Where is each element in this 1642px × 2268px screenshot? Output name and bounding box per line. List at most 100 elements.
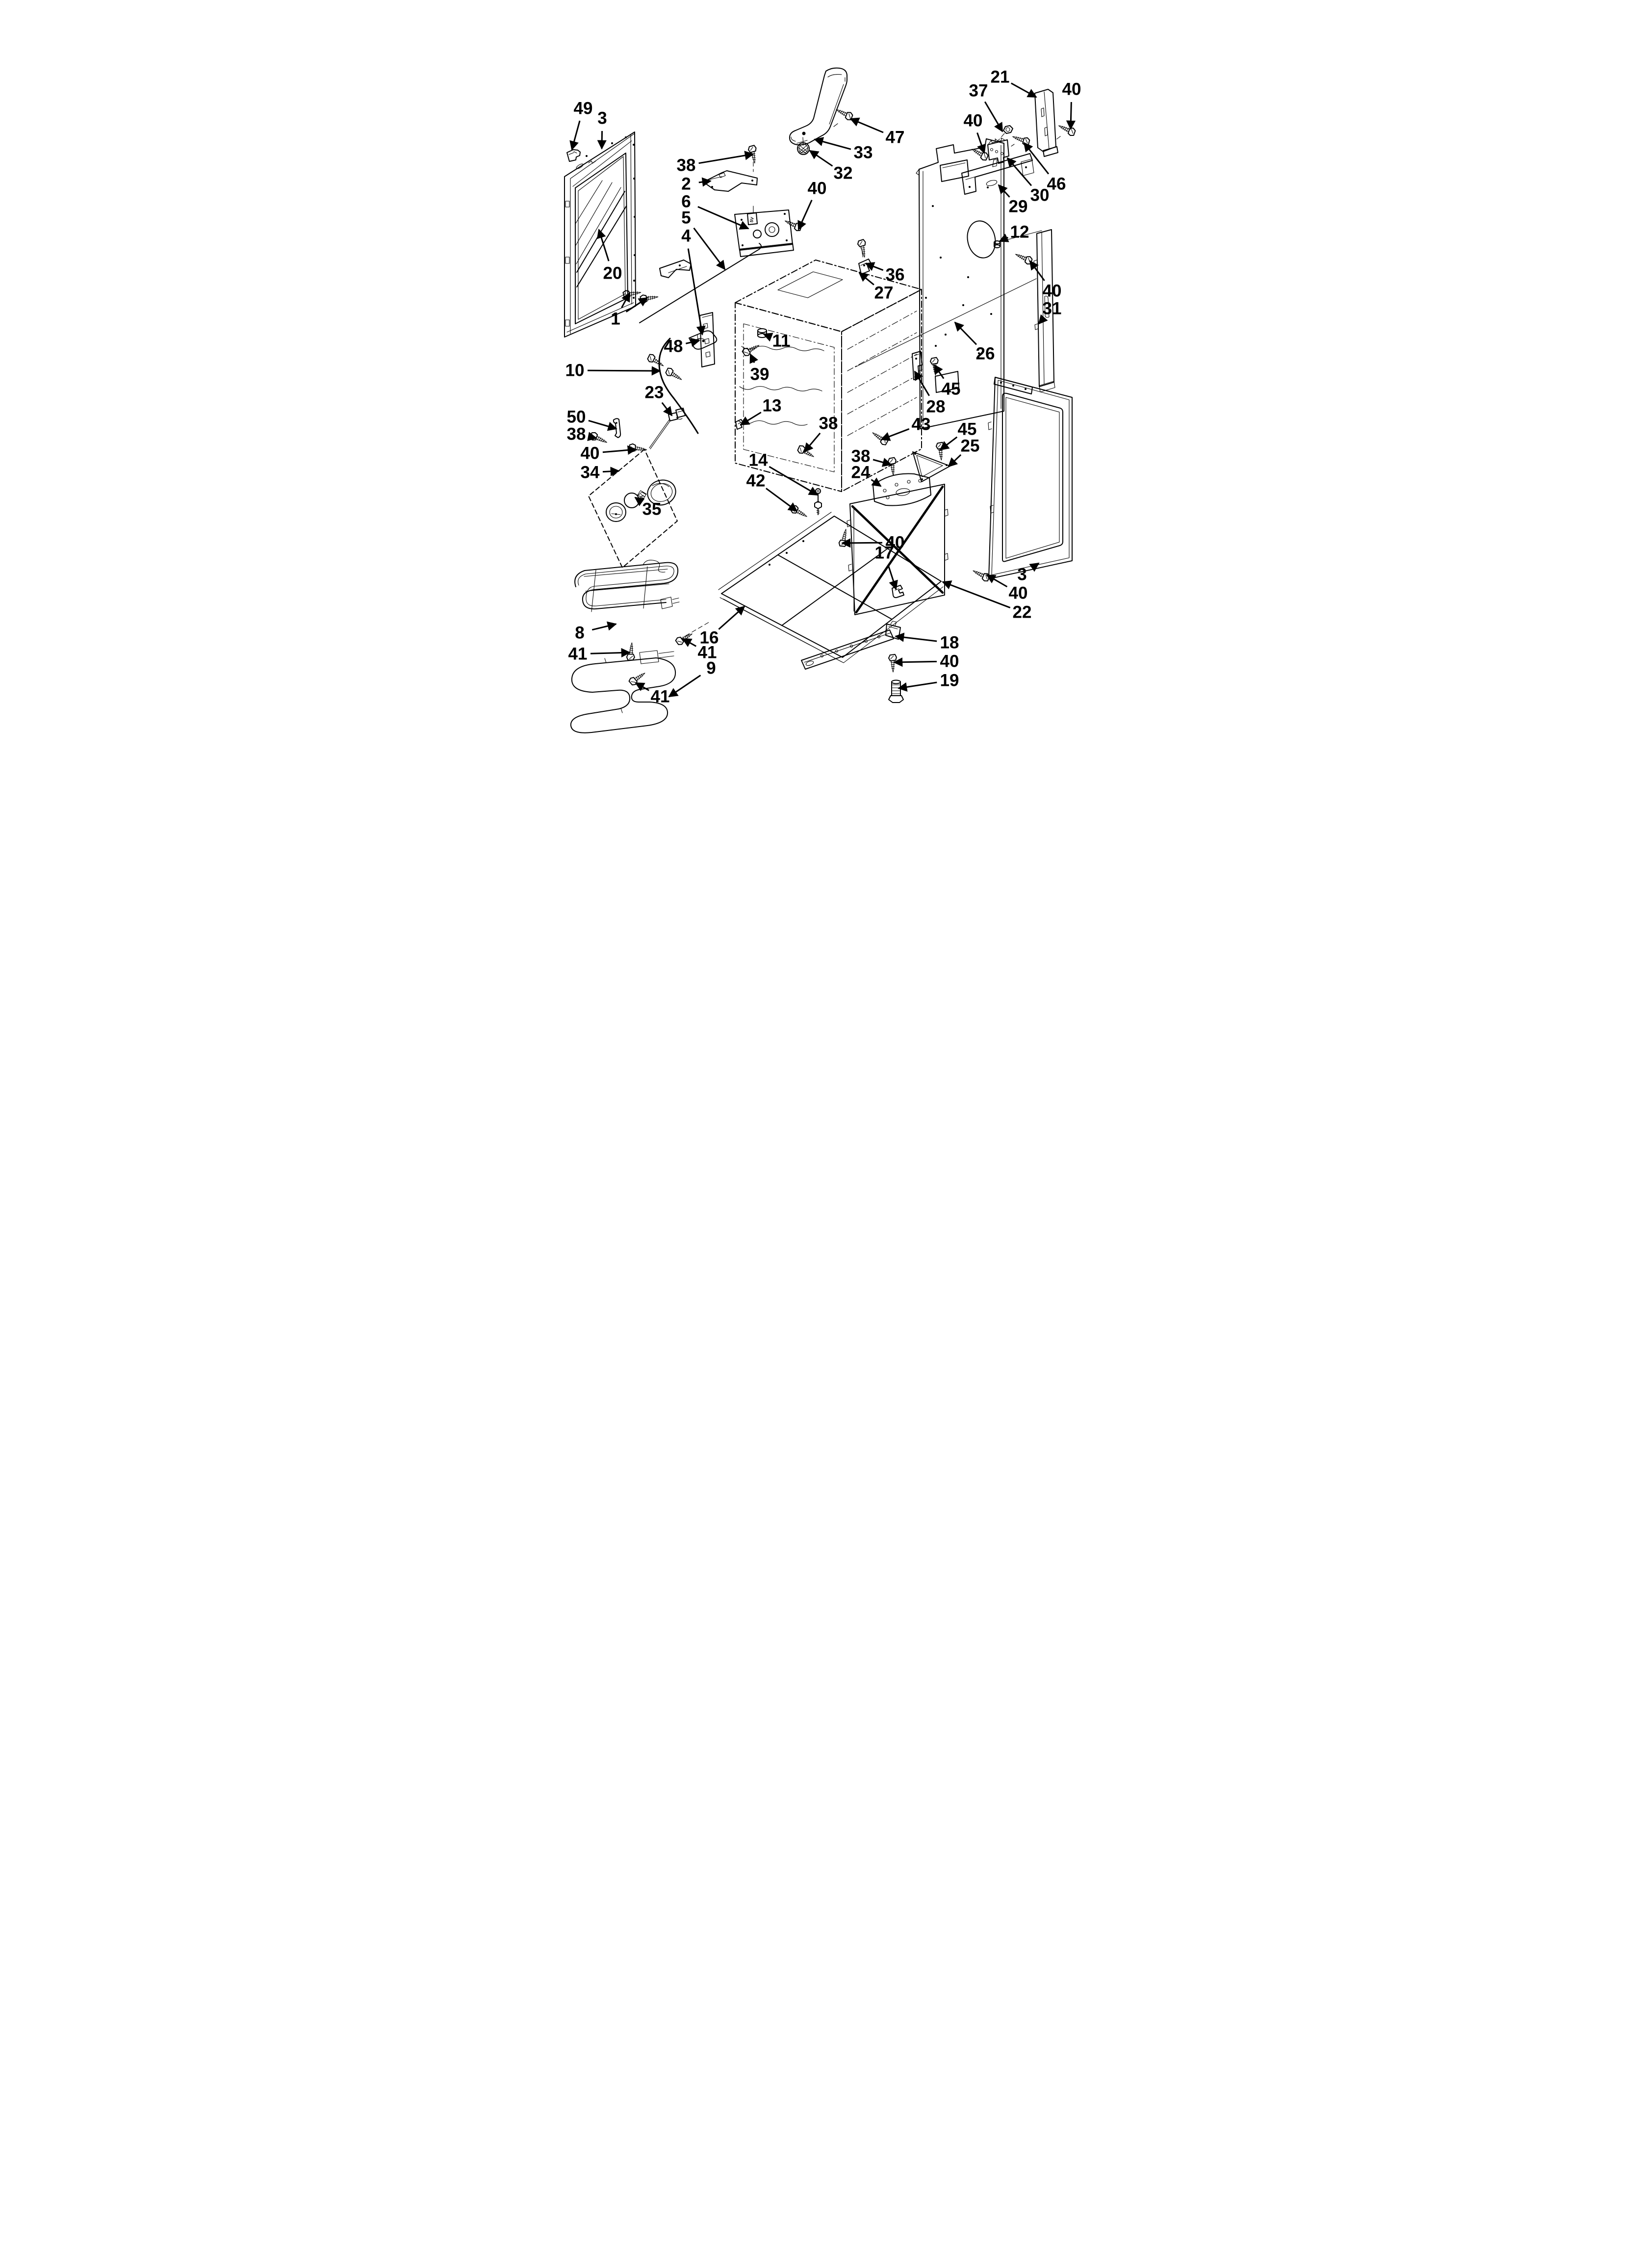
callout-label-3-left-side-panel: 3	[597, 109, 607, 128]
part-shield-wire-10	[658, 338, 699, 434]
callout-label-45-screw: 45	[958, 420, 977, 439]
callout-label-29-bracket: 29	[1009, 197, 1028, 216]
callout-label-41-screw: 41	[568, 645, 588, 664]
callout-label-40-screw: 40	[886, 533, 905, 552]
callout-arrow-17-41	[887, 565, 898, 590]
screw-icon	[628, 443, 648, 454]
callout-arrow-47-9	[849, 117, 884, 133]
part-oven-cavity	[735, 260, 922, 492]
screw-icon	[645, 352, 666, 370]
callout-arrow-33-10	[814, 137, 851, 150]
callout-arrow-2-5	[698, 177, 712, 187]
callout-label-41-screw: 41	[698, 643, 717, 662]
callout-arrow-41-55	[682, 638, 697, 647]
callout-arrow-32-11	[809, 150, 833, 167]
part-bracket-29	[961, 153, 1034, 195]
callout-label-16-base-panel: 16	[700, 628, 719, 648]
parts-diagram-page: 5V	[547, 0, 1095, 756]
callout-arrow-40-22	[1029, 260, 1045, 281]
callout-label-27-clip: 27	[874, 284, 894, 303]
callout-arrow-26-21	[954, 321, 977, 345]
part-latch-bracket-2	[703, 170, 758, 192]
callout-arrow-37-14	[984, 101, 1003, 132]
callout-arrow-8-52	[591, 621, 617, 631]
callout-arrow-36-24	[865, 262, 884, 271]
callout-label-10-shield-wire: 10	[565, 361, 585, 380]
screw-icon	[838, 527, 850, 548]
part-bracket-28	[912, 351, 923, 380]
callout-arrow-40-16	[976, 132, 986, 154]
callout-arrow-23-37	[661, 402, 673, 417]
callout-arrow-35-36	[634, 496, 645, 506]
callout-label-2-latch-bracket: 2	[681, 175, 691, 194]
callout-label-8-bake-element: 8	[575, 624, 584, 643]
callout-label-18-support-rail: 18	[940, 633, 959, 652]
part-clip-36-27	[856, 238, 872, 275]
screw-icon	[789, 504, 810, 521]
callout-arrow-24-48	[871, 477, 882, 487]
callout-arrow-5-7	[693, 227, 726, 270]
callout-arrow-46-17	[1023, 142, 1050, 175]
callout-label-4-latch-hook: 4	[681, 227, 691, 246]
callout-label-20-side-panel-glass: 20	[603, 264, 622, 283]
callout-label-22-insulation-panel: 22	[1013, 603, 1032, 622]
callout-arrow-45-42	[933, 364, 945, 379]
callout-label-45-screw: 45	[942, 380, 961, 399]
callout-label-13-clip: 13	[763, 396, 782, 416]
callout-label-41-screw: 41	[651, 687, 670, 706]
part-lamp-bezel	[606, 502, 626, 522]
callout-arrow-14-38	[769, 466, 819, 496]
callout-arrow-38-30	[803, 432, 821, 453]
part-clip-17	[892, 585, 904, 599]
callout-arrow-28-43	[914, 370, 930, 396]
callout-arrow-48-26	[686, 338, 700, 347]
callout-label-40-screw: 40	[581, 444, 600, 463]
callout-label-28-bracket: 28	[926, 397, 946, 417]
screw-icon	[1056, 121, 1077, 137]
callout-label-38-screw: 38	[567, 425, 586, 444]
callout-label-31-side-trim-rail: 31	[1043, 299, 1062, 318]
callout-label-5-latch-rod: 5	[681, 209, 691, 228]
callout-label-40-screw: 40	[1009, 584, 1028, 603]
callout-label-9-broil-element: 9	[706, 659, 716, 678]
callout-arrow-41-57	[635, 682, 650, 691]
callout-arrow-9-56	[668, 675, 701, 698]
callout-label-33-vent-trim: 33	[854, 143, 873, 162]
part-base-panel-16	[718, 512, 944, 663]
callout-label-30-bracket: 30	[1030, 186, 1050, 205]
callout-label-19-leveling-foot: 19	[940, 671, 959, 690]
callout-arrow-27-25	[858, 272, 874, 286]
screw-icon	[935, 442, 946, 461]
callout-label-36-clip: 36	[886, 265, 905, 285]
callout-arrow-6-6	[697, 206, 749, 230]
part-bumper-11	[757, 328, 767, 338]
callout-arrow-22-51	[942, 580, 1011, 609]
callout-label-38-screw: 38	[677, 156, 696, 175]
callout-label-24-mounting-plate: 24	[851, 463, 871, 482]
callout-arrow-38-33	[587, 432, 597, 442]
callout-arrow-43-44	[880, 428, 910, 441]
callout-arrow-30-18	[1006, 157, 1032, 186]
part-corner-bracket-25	[912, 451, 950, 482]
callout-label-42-screw: 42	[746, 471, 766, 491]
callout-label-40-screw: 40	[1062, 80, 1081, 99]
callout-label-17-clip: 17	[875, 544, 894, 563]
callout-label-43-screw: 43	[912, 415, 931, 434]
callout-label-6-door-latch-assembly: 6	[681, 192, 691, 211]
callout-arrow-12-20	[999, 234, 1009, 242]
part-vent-screen-32	[797, 137, 810, 155]
callout-arrow-13-29	[740, 412, 762, 426]
part-rear-bracket-21	[1034, 89, 1058, 157]
part-hinge-screws-1	[622, 260, 692, 304]
callout-arrow-18-58	[895, 632, 937, 642]
part-side-trim-rail-31	[1033, 229, 1055, 392]
callout-label-21-rear-bracket: 21	[991, 68, 1010, 87]
switch-voltage-label: 5V	[749, 217, 755, 223]
callout-label-34-lamp-housing-panel: 34	[581, 463, 600, 482]
callout-label-39-screw: 39	[750, 365, 770, 384]
callout-label-3-right-side-panel: 3	[1017, 565, 1026, 584]
screw-icon	[796, 444, 817, 461]
part-right-side-panel	[988, 377, 1073, 579]
diagram-canvas: 5V	[564, 68, 1081, 733]
callout-label-37-nut: 37	[969, 81, 988, 101]
